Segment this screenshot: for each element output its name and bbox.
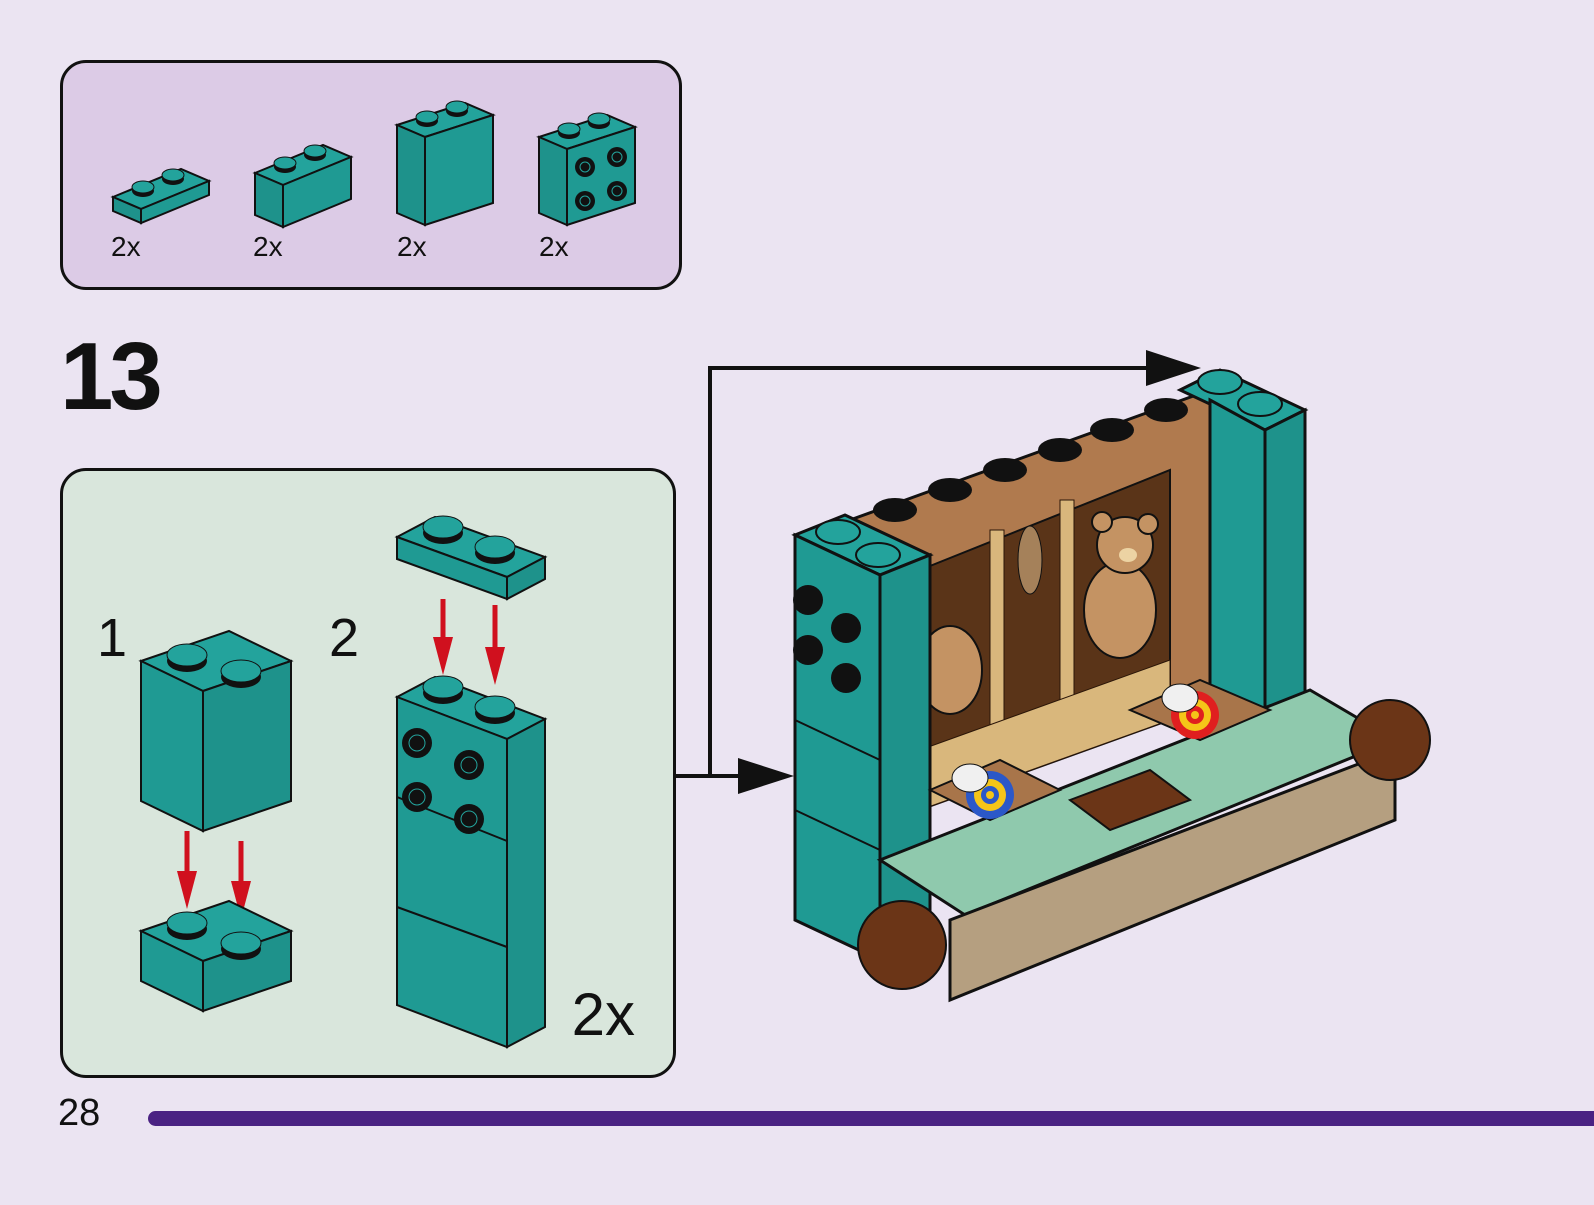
part-quantity: 2x: [397, 231, 427, 262]
parts-list-callout: 2x 2x 2x 2x: [60, 60, 682, 290]
sub-step-label: 2: [329, 608, 360, 668]
skull-icon: [1161, 683, 1199, 713]
arrow-head-top: [1146, 350, 1201, 386]
sub-step-1-illustration: [138, 629, 294, 1013]
monkey-icon: [1017, 525, 1043, 595]
placement-arrows: [676, 350, 1201, 794]
part-quantity: 2x: [539, 231, 569, 262]
skull-icon: [951, 763, 989, 793]
step-number: 13: [60, 323, 163, 430]
part-quantity: 2x: [111, 231, 141, 262]
page-number: 28: [58, 1092, 101, 1134]
sub-step-label: 1: [97, 608, 128, 668]
main-model-illustration: [791, 368, 1431, 1003]
part-brick-side-studs: [536, 112, 638, 227]
sub-assembly-quantity: 2x: [571, 981, 635, 1048]
sub-step-2-illustration: [394, 515, 548, 1049]
part-plate-1x2: [110, 167, 212, 225]
teddy-bear-icon: [1083, 511, 1159, 659]
round-knob-right: [1349, 699, 1431, 781]
sub-assembly-callout: 1 2 2: [60, 468, 676, 1078]
page-progress-bar: [148, 1111, 1594, 1126]
round-knob-left: [857, 900, 947, 990]
part-brick-1x2: [252, 143, 354, 229]
part-quantity: 2x: [253, 231, 283, 262]
part-brick-1x2x2: [394, 100, 496, 227]
arrow-head-bottom: [738, 758, 794, 794]
